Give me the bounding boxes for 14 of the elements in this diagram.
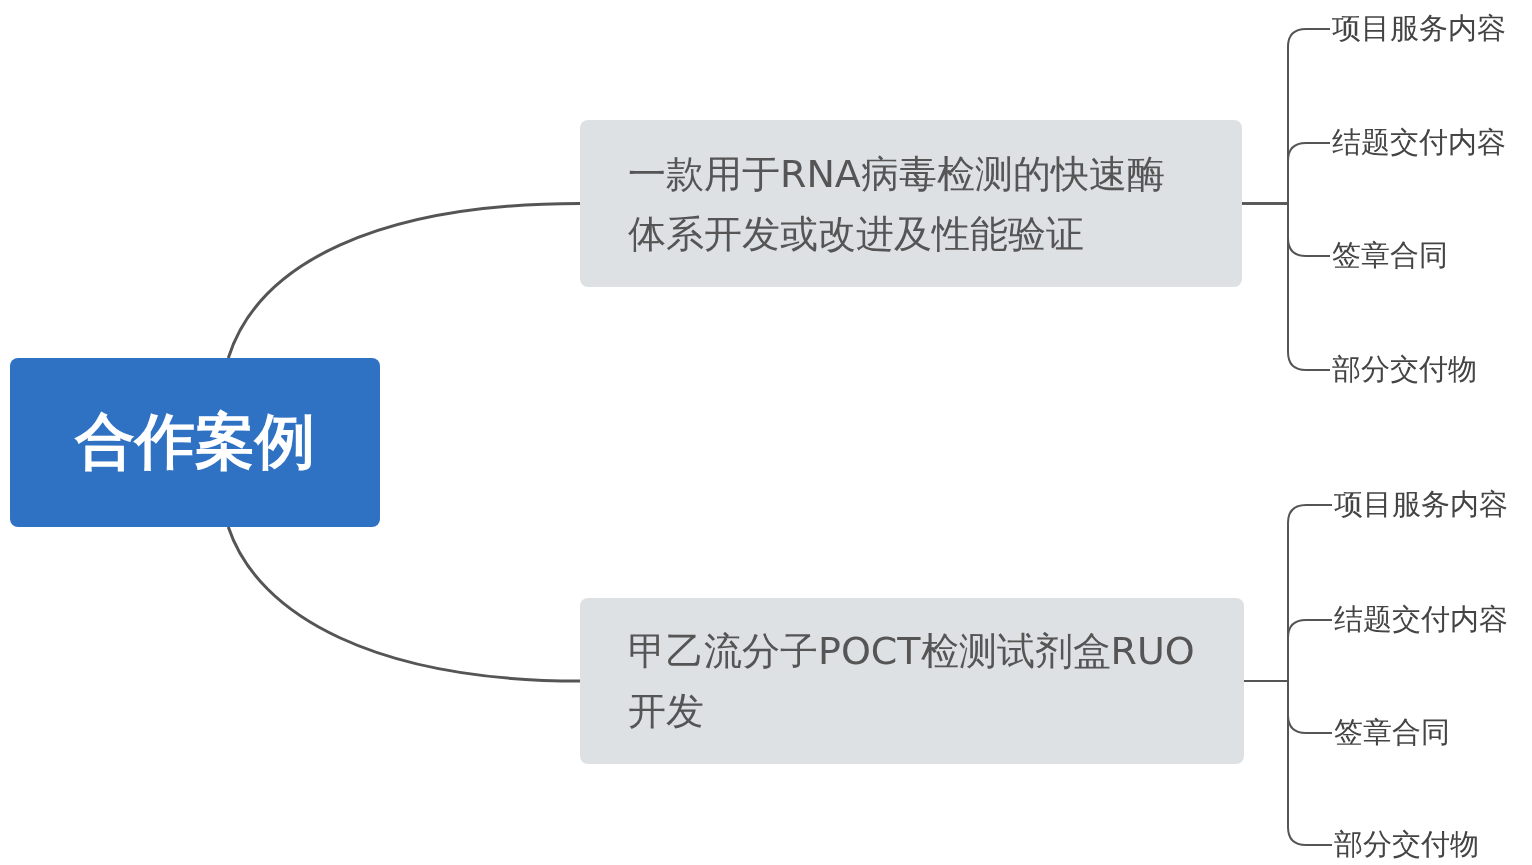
subtopic-label: 项目服务内容 xyxy=(1330,9,1530,49)
subtopic-label: 签章合同 xyxy=(1330,236,1530,276)
subtopic-label: 签章合同 xyxy=(1332,713,1532,753)
subtopic-label: 结题交付内容 xyxy=(1332,600,1532,640)
connector-line xyxy=(226,202,581,359)
subtopic-label: 项目服务内容 xyxy=(1332,485,1532,525)
connector-line xyxy=(1241,202,1331,371)
topic-box: 一款用于RNA病毒检测的快速酶体系开发或改进及性能验证 xyxy=(580,120,1242,287)
subtopic-label: 部分交付物 xyxy=(1330,350,1530,390)
connector-line xyxy=(226,526,581,683)
subtopic-label: 部分交付物 xyxy=(1332,825,1532,865)
topic-box: 甲乙流分子POCT检测试剂盒RUO开发 xyxy=(580,598,1244,764)
subtopic-label: 结题交付内容 xyxy=(1330,123,1530,163)
root-topic-box: 合作案例 xyxy=(10,358,380,527)
